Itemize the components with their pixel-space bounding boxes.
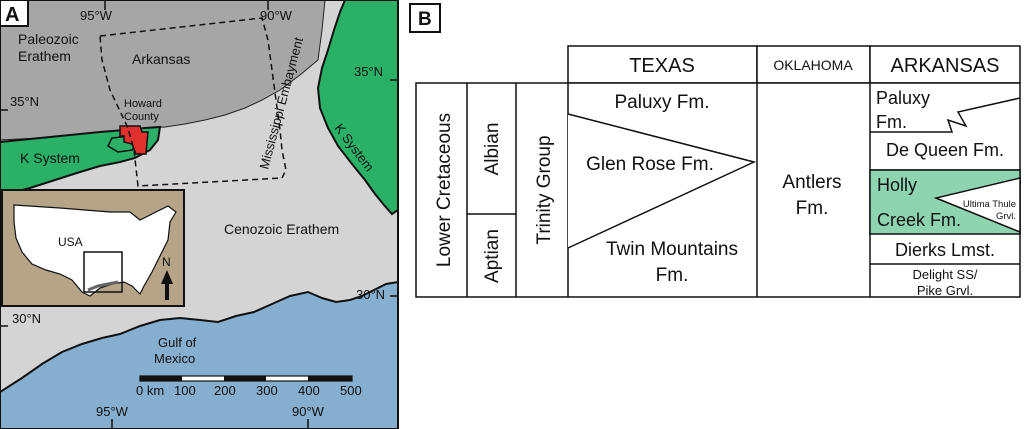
arkansas-paluxy-line1: Paluxy — [876, 88, 930, 108]
header-arkansas-cell — [869, 45, 1021, 84]
scale-tick-100: 100 — [174, 383, 196, 398]
panel-a-label: A — [5, 4, 19, 26]
header-texas-cell — [567, 45, 758, 84]
panel-a-border — [0, 0, 399, 429]
howard-county-marker — [119, 125, 149, 155]
usa-outline — [13, 204, 177, 297]
lat-35n-left: 35°N — [10, 94, 39, 109]
arkansas-dierks-label: Dierks Lmst. — [895, 240, 995, 260]
panel-a-map: A 95°W 90°W 95°W 90°W 35°N 35°N 30°N 30°… — [0, 0, 399, 429]
lon-95w-bottom: 95°W — [96, 404, 129, 419]
arkansas-paluxy-line2: Fm. — [876, 112, 907, 132]
scale-tick-300: 300 — [256, 383, 278, 398]
arkansas-label: Arkansas — [132, 51, 190, 67]
trinity-group-label: Trinity Group — [534, 135, 555, 244]
texas-twin-mountains-line2: Fm. — [656, 265, 689, 286]
gulf-of-mexico-area — [0, 280, 399, 429]
inset-gulf-coast — [87, 280, 119, 292]
howard-county-label-line2: County — [124, 111, 159, 123]
header-oklahoma-cell — [756, 45, 871, 84]
lat-30n-left: 30°N — [12, 311, 41, 326]
texas-glen-rose-label: Glen Rose Fm. — [586, 154, 714, 175]
inset-usa-label: USA — [58, 235, 83, 249]
howard-county-label-line1: Howard — [124, 98, 162, 110]
scale-tick-500: 500 — [340, 383, 362, 398]
lower-cretaceous-label: Lower Cretaceous — [434, 113, 455, 267]
cenozoic-erathem-label: Cenozoic Erathem — [224, 221, 339, 237]
header-arkansas: ARKANSAS — [891, 55, 1000, 77]
scale-tick-400: 400 — [298, 383, 320, 398]
lon-90w-bottom: 90°W — [292, 404, 325, 419]
header-oklahoma: OKLAHOMA — [773, 57, 853, 73]
glen-rose-wedge — [567, 113, 757, 249]
scale-tick-0: 0 km — [136, 383, 164, 398]
k-system-left-label: K System — [20, 150, 80, 166]
inset-map: USA N — [1, 189, 185, 307]
arkansas-delight-line2: Pike Grvl. — [917, 283, 973, 298]
scale-tick-200: 200 — [214, 383, 236, 398]
scale-bar: 0 km 100 200 300 400 500 — [136, 375, 362, 398]
north-arrow-icon — [161, 270, 173, 300]
header-texas: TEXAS — [629, 55, 695, 77]
paleozoic-label-line1: Paleozoic — [18, 31, 79, 47]
scale-bar-segment-1 — [140, 376, 182, 381]
mississippi-embayment-outline — [99, 17, 287, 187]
ultima-thule-line1: Ultima Thule — [963, 199, 1016, 210]
arkansas-holly-line1: Holly — [877, 175, 917, 195]
arkansas-paluxy-boundary — [870, 97, 1021, 133]
paleozoic-label-line2: Erathem — [18, 48, 71, 64]
texas-paluxy-label: Paluxy Fm. — [614, 92, 709, 113]
ultima-thule-wedge — [933, 177, 1021, 234]
gulf-label-line1: Gulf of — [158, 335, 197, 350]
lat-35n-right: 35°N — [354, 64, 383, 79]
albian-label: Albian — [482, 123, 503, 176]
panel-b-label-box — [409, 3, 441, 33]
oklahoma-antlers-line2: Fm. — [796, 198, 829, 219]
panel-b-label: B — [418, 9, 432, 30]
inset-study-area-box — [83, 251, 123, 293]
north-label: N — [162, 255, 171, 269]
aptian-label: Aptian — [482, 229, 503, 283]
panel-b-chart: B TEXAS OKLAHOMA ARKANSAS Lower Cretaceo… — [409, 3, 1021, 298]
ultima-thule-line2: Grvl. — [996, 211, 1016, 222]
scale-bar-segment-5 — [308, 376, 352, 381]
k-system-right-area — [316, 0, 399, 216]
texas-twin-mountains-line1: Twin Mountains — [606, 239, 738, 260]
oklahoma-antlers-line1: Antlers — [782, 172, 841, 193]
lat-30n-right: 30°N — [356, 287, 385, 302]
arkansas-delight-line1: Delight SS/ — [912, 267, 977, 282]
gulf-label-line2: Mexico — [154, 351, 195, 366]
arkansas-creek-line2: Creek Fm. — [877, 210, 961, 230]
panel-a-label-box — [0, 0, 29, 27]
lon-90w-top: 90°W — [260, 8, 293, 23]
arkansas-de-queen-label: De Queen Fm. — [886, 140, 1004, 160]
lon-95w-top: 95°W — [80, 8, 113, 23]
scale-bar-segment-3 — [224, 376, 266, 381]
